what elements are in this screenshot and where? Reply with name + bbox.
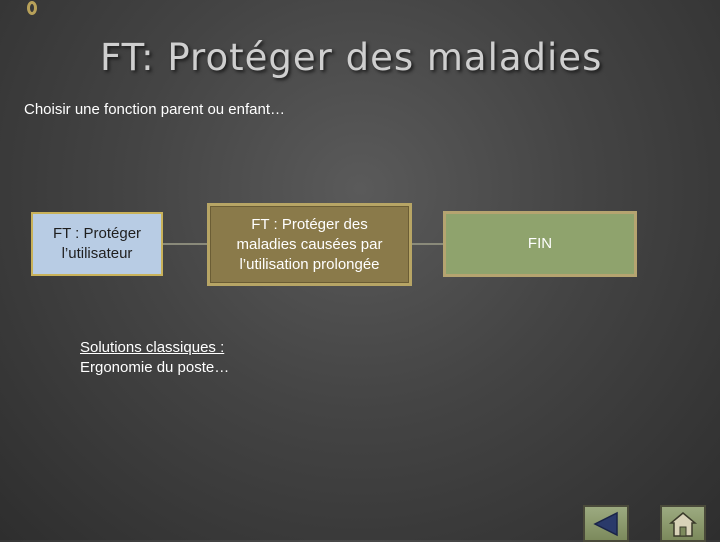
solutions-line1: Solutions classiques : bbox=[80, 339, 225, 356]
slide-title: FT: Protéger des maladies bbox=[100, 36, 603, 79]
function-box-protect-user-text: FT : Protéger l’utilisateur bbox=[53, 224, 141, 264]
solutions-line2: Ergonomie du poste… bbox=[80, 359, 230, 376]
function-box-protect-diseases-text: FT : Protéger des maladies causées par l… bbox=[237, 215, 383, 275]
bullet-ring-icon bbox=[27, 1, 37, 15]
fin-box[interactable]: FIN bbox=[443, 211, 637, 277]
slide-subtitle: Choisir une fonction parent ou enfant… bbox=[24, 101, 285, 118]
solutions-link[interactable]: Solutions classiques : Ergonomie du post… bbox=[80, 338, 229, 378]
function-box-protect-diseases-line1: FT : Protéger des bbox=[251, 215, 368, 233]
function-box-protect-user-line1: FT : Protéger bbox=[52, 225, 142, 242]
triangle-left-icon bbox=[593, 511, 618, 536]
connector-line bbox=[163, 243, 207, 245]
function-box-protect-user-line2: l’utilisateur bbox=[61, 245, 133, 262]
connector-line bbox=[412, 243, 443, 245]
function-box-protect-diseases-line3: l’utilisation prolongée bbox=[239, 255, 380, 273]
function-box-protect-diseases[interactable]: FT : Protéger des maladies causées par l… bbox=[207, 203, 412, 286]
back-button[interactable] bbox=[583, 505, 629, 542]
fin-label: FIN bbox=[527, 235, 553, 252]
home-button[interactable] bbox=[660, 505, 706, 542]
function-box-protect-diseases-line2: maladies causées par bbox=[236, 235, 383, 253]
function-box-protect-user[interactable]: FT : Protéger l’utilisateur bbox=[31, 212, 163, 276]
home-icon bbox=[668, 511, 698, 537]
